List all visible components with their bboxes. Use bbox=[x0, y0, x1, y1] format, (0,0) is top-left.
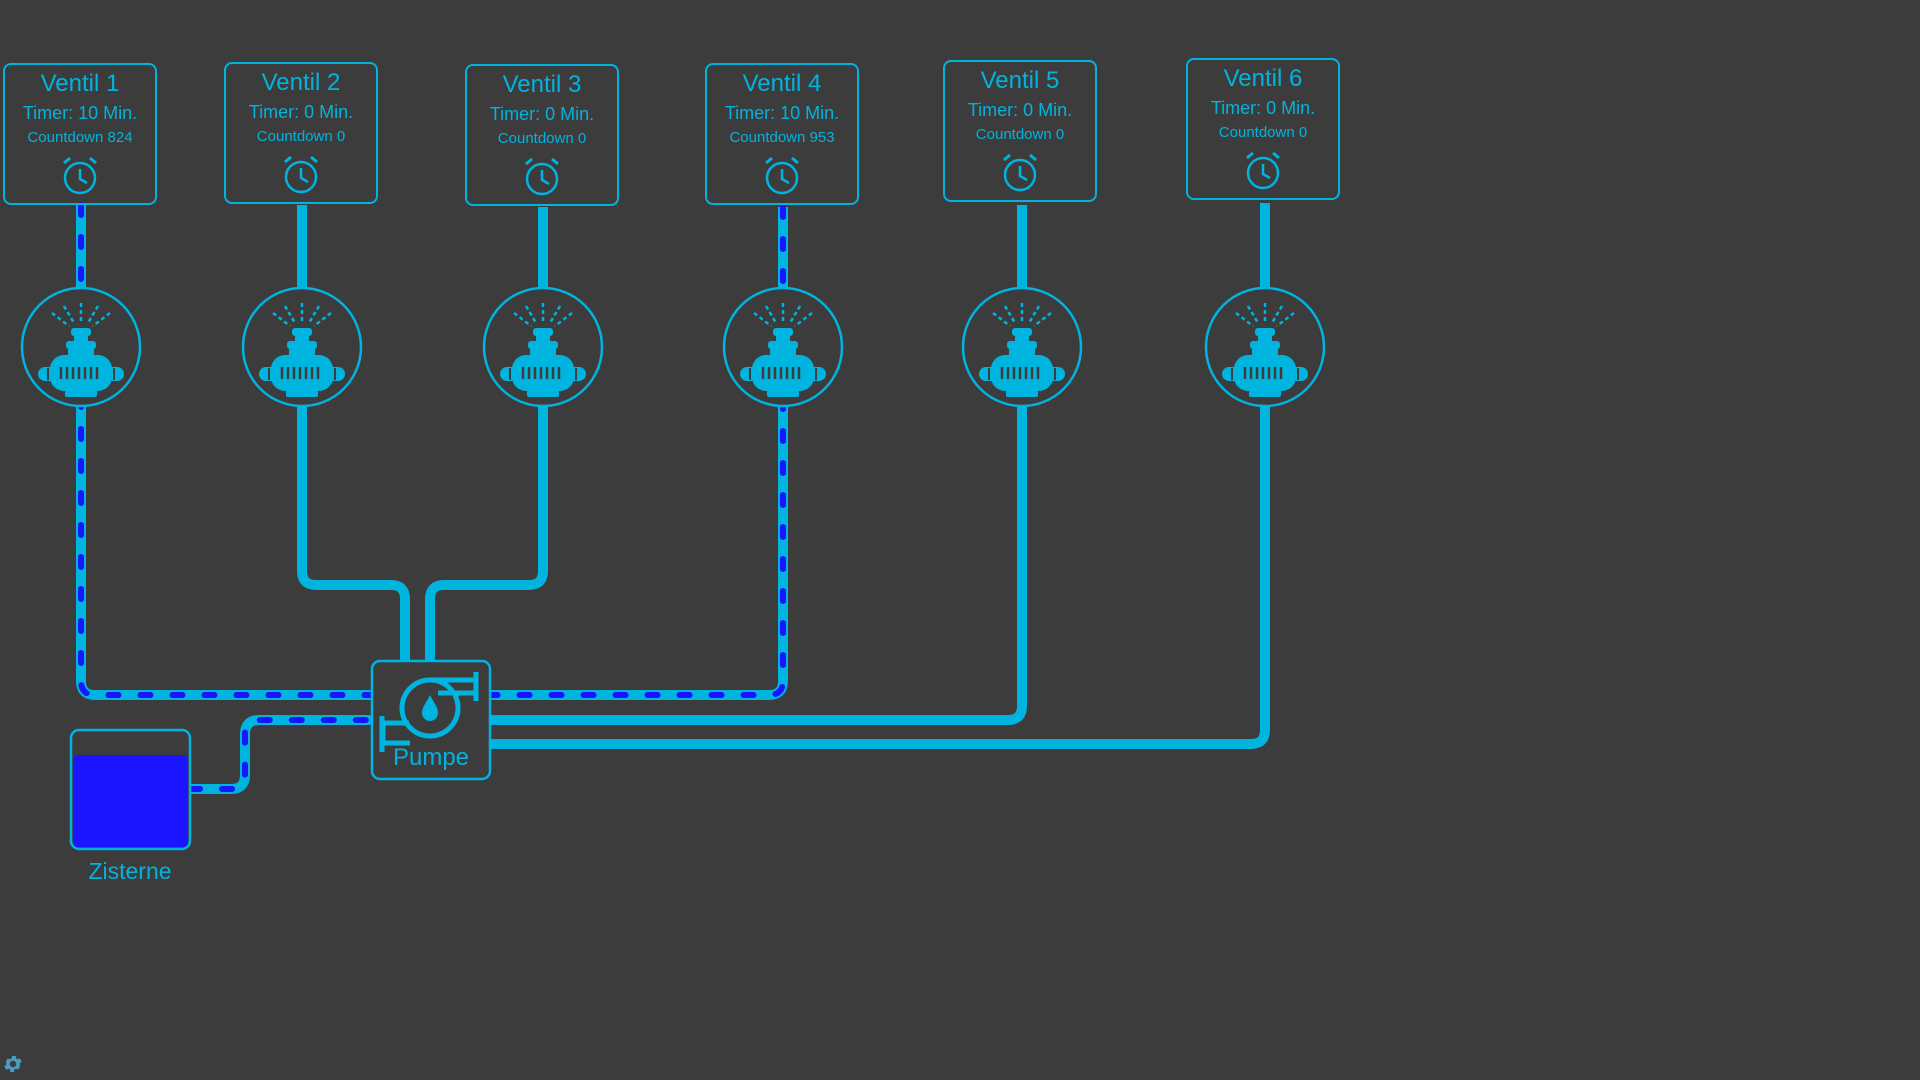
valve-card-3[interactable]: Ventil 3 Timer: 0 Min. Countdown 0 bbox=[465, 64, 619, 206]
pipe-valve-2 bbox=[297, 205, 410, 661]
alarm-clock-icon[interactable] bbox=[998, 150, 1042, 194]
flow-indicator-valve-1 bbox=[78, 202, 375, 698]
settings-button[interactable] bbox=[2, 1053, 24, 1080]
sprinkler-4[interactable] bbox=[722, 286, 844, 408]
valve-title: Ventil 6 bbox=[1223, 65, 1303, 92]
valve-title: Ventil 2 bbox=[261, 69, 341, 96]
valve-countdown: Countdown 0 bbox=[975, 126, 1065, 143]
alarm-clock-icon[interactable] bbox=[760, 153, 804, 197]
pump-label: Pumpe bbox=[392, 744, 470, 771]
pump[interactable] bbox=[370, 659, 492, 781]
sprinkler-2[interactable] bbox=[241, 286, 363, 408]
sprinkler-5[interactable] bbox=[961, 286, 1083, 408]
alarm-clock-icon[interactable] bbox=[1241, 148, 1285, 192]
valve-card-1[interactable]: Ventil 1 Timer: 10 Min. Countdown 824 bbox=[3, 63, 157, 205]
flow-indicator-valve-4 bbox=[487, 204, 786, 698]
valve-card-2[interactable]: Ventil 2 Timer: 0 Min. Countdown 0 bbox=[224, 62, 378, 204]
pump-icon bbox=[379, 672, 479, 752]
pipe-valve-6 bbox=[490, 203, 1270, 749]
cistern-label: Zisterne bbox=[88, 858, 172, 884]
sprinkler-1[interactable] bbox=[20, 286, 142, 408]
pipe-valve-1 bbox=[76, 205, 372, 700]
valve-countdown: Countdown 824 bbox=[27, 129, 133, 146]
valve-countdown: Countdown 0 bbox=[497, 130, 587, 147]
valve-timer[interactable]: Timer: 0 Min. bbox=[1210, 98, 1316, 118]
valve-countdown: Countdown 0 bbox=[256, 128, 346, 145]
alarm-clock-icon[interactable] bbox=[58, 153, 102, 197]
valve-title: Ventil 4 bbox=[742, 70, 822, 97]
valve-title: Ventil 5 bbox=[980, 67, 1060, 94]
valve-countdown: Countdown 0 bbox=[1218, 124, 1308, 141]
valve-card-4[interactable]: Ventil 4 Timer: 10 Min. Countdown 953 bbox=[705, 63, 859, 205]
flow-indicator-cistern bbox=[187, 717, 375, 792]
valve-timer[interactable]: Timer: 0 Min. bbox=[967, 100, 1073, 120]
valve-card-6[interactable]: Ventil 6 Timer: 0 Min. Countdown 0 bbox=[1186, 58, 1340, 200]
pipe-valve-5 bbox=[490, 205, 1027, 725]
valve-card-5[interactable]: Ventil 5 Timer: 0 Min. Countdown 0 bbox=[943, 60, 1097, 202]
sprinkler-6[interactable] bbox=[1204, 286, 1326, 408]
gear-icon bbox=[4, 1056, 22, 1072]
valve-countdown: Countdown 953 bbox=[729, 129, 835, 146]
alarm-clock-icon[interactable] bbox=[520, 154, 564, 198]
sprinkler-3[interactable] bbox=[482, 286, 604, 408]
alarm-clock-icon[interactable] bbox=[279, 152, 323, 196]
pipe-valve-4 bbox=[490, 207, 788, 700]
valve-title: Ventil 3 bbox=[502, 71, 582, 98]
pipe-cistern-pump bbox=[190, 715, 372, 794]
cistern-water-level bbox=[73, 755, 188, 847]
pipe-valve-3 bbox=[425, 207, 548, 661]
valve-timer[interactable]: Timer: 10 Min. bbox=[724, 103, 840, 123]
valve-title: Ventil 1 bbox=[40, 70, 120, 97]
valve-timer[interactable]: Timer: 10 Min. bbox=[22, 103, 138, 123]
valve-timer[interactable]: Timer: 0 Min. bbox=[248, 102, 354, 122]
cistern[interactable] bbox=[69, 728, 192, 851]
valve-timer[interactable]: Timer: 0 Min. bbox=[489, 104, 595, 124]
